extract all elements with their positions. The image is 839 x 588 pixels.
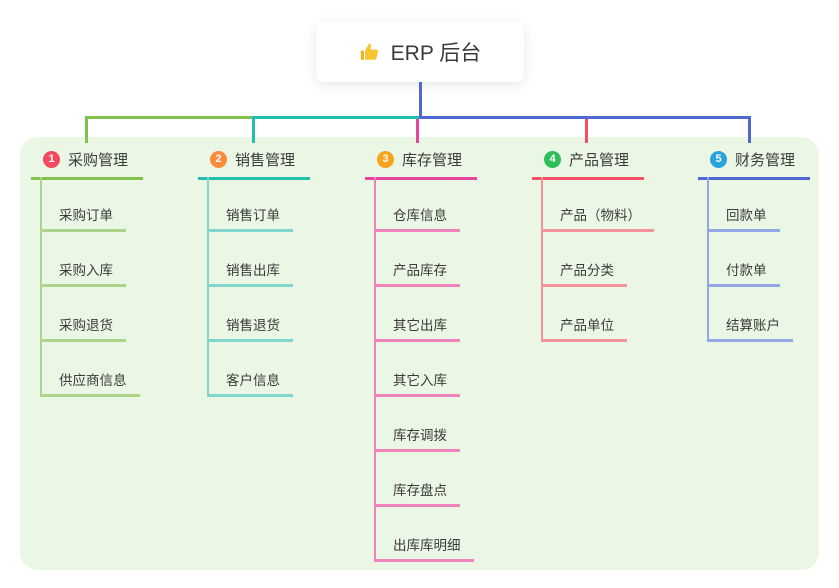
branch-title: 财务管理 bbox=[735, 152, 796, 169]
branch-number-badge: 1 bbox=[43, 151, 60, 168]
child-node[interactable]: 库存盘点 bbox=[376, 479, 460, 507]
bus-segment-sales bbox=[252, 116, 420, 119]
root-title: ERP 后台 bbox=[390, 42, 482, 65]
branch-node[interactable]: 1 采购管理 bbox=[31, 149, 144, 180]
branch-number-badge: 4 bbox=[544, 151, 561, 168]
branch-children: 产品（物料） 产品分类产品单位 bbox=[541, 177, 654, 342]
branch-销售管理: 2 销售管理 bbox=[198, 149, 311, 180]
branch-node[interactable]: 2 销售管理 bbox=[198, 149, 311, 180]
root-node[interactable]: ERP 后台 bbox=[316, 22, 524, 82]
branch-采购管理: 1 采购管理 bbox=[31, 149, 144, 180]
root-stem-connector bbox=[419, 82, 422, 119]
child-node[interactable]: 产品分类 bbox=[543, 259, 627, 287]
child-node[interactable]: 产品单位 bbox=[543, 314, 627, 342]
child-node[interactable]: 仓库信息 bbox=[376, 204, 460, 232]
child-node[interactable]: 产品库存 bbox=[376, 259, 460, 287]
branch-children: 仓库信息产品库存其它出库其它入库库存调拨库存盘点出库库明细 bbox=[374, 177, 474, 562]
child-node[interactable]: 销售退货 bbox=[209, 314, 293, 342]
child-node[interactable]: 供应商信息 bbox=[42, 369, 140, 397]
branch-drop-connector bbox=[585, 119, 588, 143]
bus-segment-purchase bbox=[85, 116, 252, 119]
branch-title: 销售管理 bbox=[235, 152, 296, 169]
branch-children: 回款单付款单结算账户 bbox=[707, 177, 793, 342]
branch-title: 库存管理 bbox=[402, 152, 463, 169]
branch-title: 产品管理 bbox=[569, 152, 630, 169]
branch-number-badge: 3 bbox=[377, 151, 394, 168]
child-node[interactable]: 回款单 bbox=[709, 204, 780, 232]
child-node[interactable]: 其它出库 bbox=[376, 314, 460, 342]
thumbs-up-icon bbox=[359, 41, 381, 63]
child-node[interactable]: 付款单 bbox=[709, 259, 780, 287]
child-node[interactable]: 采购订单 bbox=[42, 204, 126, 232]
branch-drop-connector bbox=[416, 119, 419, 143]
branch-财务管理: 5 财务管理 bbox=[698, 149, 811, 180]
branches-panel bbox=[20, 137, 819, 570]
branch-title: 采购管理 bbox=[68, 152, 129, 169]
child-node[interactable]: 结算账户 bbox=[709, 314, 793, 342]
child-node[interactable]: 销售出库 bbox=[209, 259, 293, 287]
branch-number-badge: 2 bbox=[210, 151, 227, 168]
branch-drop-connector bbox=[85, 116, 88, 143]
branch-children: 采购订单采购入库采购退货供应商信息 bbox=[40, 177, 140, 397]
branch-库存管理: 3 库存管理 bbox=[365, 149, 478, 180]
child-node[interactable]: 销售订单 bbox=[209, 204, 293, 232]
bus-segment-finance bbox=[419, 116, 751, 119]
child-node[interactable]: 采购入库 bbox=[42, 259, 126, 287]
child-node[interactable]: 客户信息 bbox=[209, 369, 293, 397]
child-node[interactable]: 产品（物料） bbox=[543, 204, 654, 232]
branch-number-badge: 5 bbox=[710, 151, 727, 168]
branch-node[interactable]: 4 产品管理 bbox=[532, 149, 645, 180]
child-node[interactable]: 采购退货 bbox=[42, 314, 126, 342]
child-node[interactable]: 出库库明细 bbox=[376, 534, 474, 562]
child-node[interactable]: 库存调拨 bbox=[376, 424, 460, 452]
branch-drop-connector bbox=[252, 116, 255, 143]
child-node[interactable]: 其它入库 bbox=[376, 369, 460, 397]
branch-children: 销售订单销售出库销售退货客户信息 bbox=[207, 177, 293, 397]
branch-node[interactable]: 3 库存管理 bbox=[365, 149, 478, 180]
branch-node[interactable]: 5 财务管理 bbox=[698, 149, 811, 180]
branch-drop-connector bbox=[748, 116, 751, 143]
branch-产品管理: 4 产品管理 bbox=[532, 149, 645, 180]
